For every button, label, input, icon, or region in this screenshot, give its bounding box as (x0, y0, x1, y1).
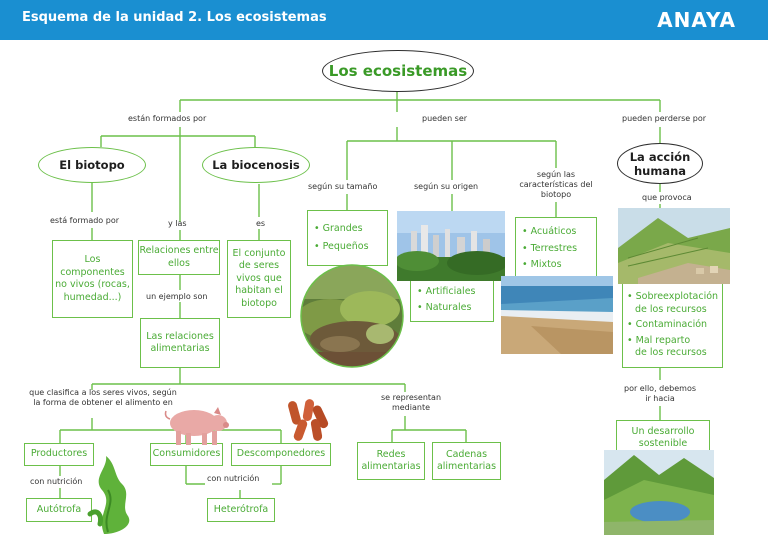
caracteristicas-item: • Terrestres (522, 242, 578, 254)
redes-label: Redes alimentarias (361, 448, 421, 473)
sostenible-label: Un desarrollo sostenible (631, 425, 695, 450)
origen-item: • Artificiales (417, 286, 476, 297)
biocenosis-label: La biocenosis (212, 157, 300, 172)
connector-tamano: según su tamaño (308, 182, 378, 191)
descomponedores-label: Descomponedores (236, 448, 326, 460)
caracteristicas-item: • Acuáticos (522, 226, 577, 238)
biocenosis-node: La biocenosis (202, 147, 310, 183)
redes-box: Redes alimentarias (357, 442, 425, 480)
accion-humana-label: La acción humana (629, 149, 691, 178)
heterotrofa-label: Heterótrofa (213, 503, 269, 515)
provoca-item: • Contaminación (627, 319, 708, 331)
algae-illustration (87, 456, 130, 534)
alimentarias-box: Las relaciones alimentarias (140, 318, 220, 368)
caracteristicas-box: • Acuáticos • Terrestres • Mixtos (515, 217, 597, 281)
provoca-item: • Sobreexplotación (627, 291, 719, 303)
connector-pueden-ser: pueden ser (422, 114, 468, 123)
relaciones-label: Relaciones entre ellos (139, 245, 219, 269)
cadenas-box: Cadenas alimentarias (432, 442, 501, 480)
biotopo-node: El biotopo (38, 147, 146, 183)
alimentarias-label: Las relaciones alimentarias (146, 330, 214, 355)
brand-logo: ANAYA (657, 8, 736, 32)
conjunto-label: El conjunto de seres vivos que habitan e… (232, 247, 286, 309)
autotrofa-box: Autótrofa (26, 498, 92, 522)
heterotrofa-box: Heterótrofa (207, 498, 275, 522)
bacteria-illustration (288, 399, 329, 441)
productores-box: Productores (24, 443, 94, 466)
pig-illustration (164, 407, 229, 445)
connector-ejemplo: un ejemplo son (146, 292, 208, 301)
connector-perderse: pueden perderse por (622, 114, 707, 123)
lake-landscape-photo (604, 450, 714, 535)
connector-origen: según su origen (414, 182, 479, 191)
accion-humana-node: La acción humana (617, 143, 703, 184)
caracteristicas-item: • Mixtos (522, 259, 562, 271)
cadenas-label: Cadenas alimentarias (436, 448, 497, 473)
tamano-box: • Grandes • Pequeños (307, 210, 388, 266)
biotopo-label: El biotopo (59, 157, 125, 172)
consumidores-label: Consumidores (152, 448, 221, 460)
main-topic-node: Los ecosistemas (322, 50, 474, 92)
main-topic-label: Los ecosistemas (328, 61, 468, 80)
connector-formado: está formado por (50, 216, 120, 225)
origen-item: • Naturales (417, 301, 472, 313)
autotrofa-label: Autótrofa (36, 503, 82, 515)
connector-formados: están formados por (128, 114, 207, 123)
connector-es: es (256, 219, 266, 228)
provoca-item: • Mal reparto (627, 334, 691, 346)
beach-photo (501, 276, 613, 354)
connector-nutricion-2: con nutrición (207, 474, 260, 483)
origen-box: • Artificiales • Naturales (410, 278, 494, 322)
connector-nutricion-1: con nutrición (30, 477, 83, 486)
terraced-landscape-photo (618, 208, 730, 284)
provoca-item: de los recursos (635, 347, 707, 359)
tamano-item: • Pequeños (314, 240, 369, 252)
connector-clasifica: que clasifica a los seres vivos, según l… (29, 388, 177, 407)
provoca-item: de los recursos (635, 303, 707, 315)
productores-label: Productores (30, 448, 88, 460)
connector-caracteristicas: según las características del biotopo (519, 170, 593, 199)
connector-por-ello: por ello, debemos ir hacia (624, 384, 697, 403)
provoca-box: • Sobreexplotación de los recursos • Con… (622, 283, 723, 368)
forest-photo (300, 264, 404, 368)
descomponedores-box: Descomponedores (231, 443, 331, 466)
city-photo (397, 211, 505, 281)
connector-y-las: y las (168, 219, 187, 228)
header-bar: Esquema de la unidad 2. Los ecosistemas … (0, 0, 768, 40)
conjunto-box: El conjunto de seres vivos que habitan e… (227, 240, 291, 318)
connector-que-provoca: que provoca (642, 193, 692, 202)
page-title: Esquema de la unidad 2. Los ecosistemas (22, 10, 327, 25)
relaciones-box: Relaciones entre ellos (138, 240, 220, 275)
componentes-label: Los componentes no vivos (rocas, humedad… (55, 254, 130, 303)
connector-representan: se representan mediante (380, 393, 442, 412)
componentes-box: Los componentes no vivos (rocas, humedad… (52, 240, 133, 318)
tamano-item: • Grandes (314, 223, 363, 234)
